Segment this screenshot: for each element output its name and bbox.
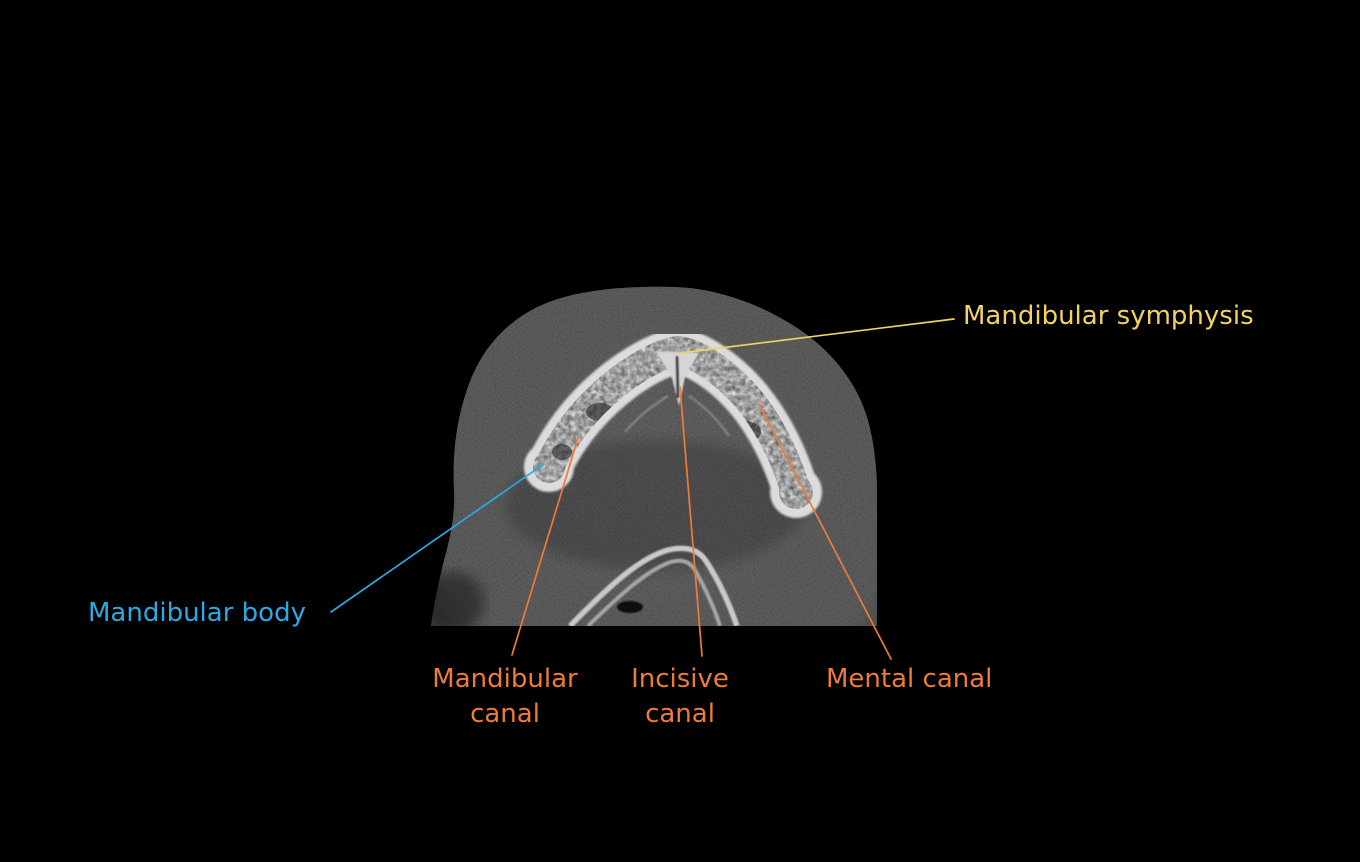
label-mental-canal: Mental canal	[826, 664, 993, 694]
leader-line-mandibular-body	[330, 463, 545, 613]
mandible-bone	[490, 315, 830, 530]
leader-line-mental-canal	[758, 403, 892, 660]
leader-line-mandibular-symphysis	[679, 318, 955, 354]
label-mandibular-body: Mandibular body	[88, 598, 306, 628]
label-incisive-canal: Incisive canal	[608, 662, 752, 732]
label-line: Mandibular	[432, 664, 578, 694]
hyoid-bone	[568, 545, 740, 626]
genial-spine	[624, 351, 731, 437]
leader-line-incisive-canal	[679, 386, 703, 657]
label-line: Incisive	[631, 664, 729, 694]
label-line: canal	[645, 699, 715, 729]
trabecular-bone	[490, 315, 830, 530]
leader-line-mandibular-canal	[511, 437, 579, 656]
label-mandibular-symphysis: Mandibular symphysis	[963, 301, 1254, 331]
leader-lines	[330, 318, 955, 660]
label-line: canal	[470, 699, 540, 729]
label-mandibular-canal: Mandibular canal	[427, 662, 583, 732]
